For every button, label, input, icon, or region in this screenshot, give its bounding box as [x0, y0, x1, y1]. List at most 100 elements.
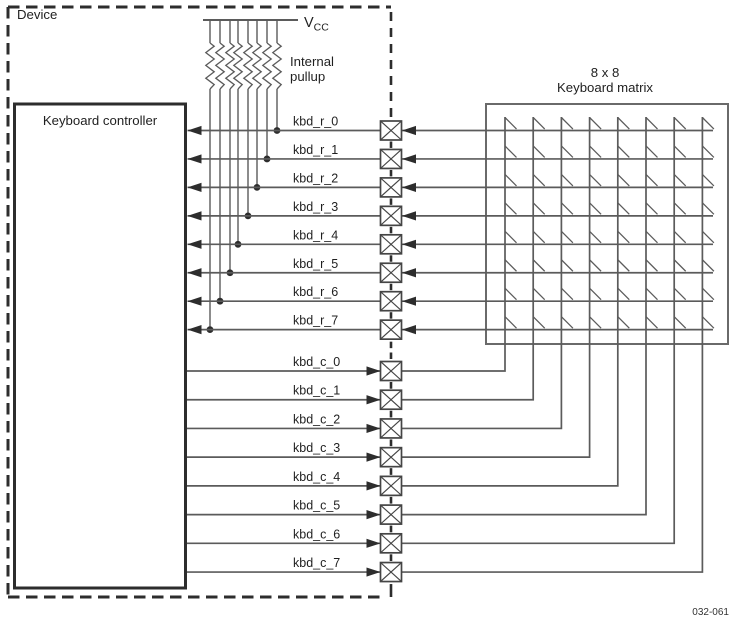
key-switch-icon-r5-c2	[560, 259, 574, 272]
key-switch-icon-r1-c0	[504, 145, 517, 158]
key-switch-icon-r5-c7	[701, 259, 715, 272]
key-switch-icon-r2-c4	[617, 173, 630, 187]
key-switch-icon-r0-c7	[701, 117, 715, 130]
internal-pullup-label-line1: Internal	[290, 54, 334, 69]
kbd_r_5-arrow-into-pin	[402, 268, 416, 278]
kbd_c_3-pin-icon-cross-b	[380, 447, 402, 468]
kbd_c_7-wire-to-matrix	[401, 117, 704, 573]
key-switch-icon-r4-c1	[532, 230, 546, 244]
kbd_c_4-wire-to-matrix	[401, 117, 619, 487]
key-switch-icon-r1-c7	[701, 145, 715, 158]
pullup-resistor-icon-7	[204, 42, 216, 90]
key-switch-icon-r4-c7	[701, 230, 715, 244]
key-switch-icon-r2-c1	[532, 173, 546, 187]
kbd_r_1-arrow-into-controller	[187, 154, 202, 164]
matrix-title-line2: Keyboard matrix	[557, 80, 653, 95]
kbd_r_4-arrow-into-controller	[187, 239, 202, 249]
kbd_r_4-arrow-into-pin	[402, 239, 416, 249]
key-switch-icon-r3-c5	[645, 202, 658, 215]
kbd_c_6-label: kbd_c_6	[293, 527, 340, 541]
key-switch-icon-r2-c3	[589, 173, 602, 187]
key-switch-icon-r4-c4	[617, 230, 630, 244]
key-switch-icon-r5-c1	[532, 259, 546, 272]
key-switch-icon-r7-c6	[673, 316, 687, 329]
key-switch-icon-r4-c6	[673, 230, 687, 244]
vcc-subscript: CC	[314, 22, 330, 34]
key-switch-icon-r3-c1	[532, 202, 546, 215]
kbd_r_3-arrow-into-controller	[187, 211, 202, 221]
kbd_c_5-label: kbd_c_5	[293, 499, 340, 513]
kbd_c_7-label: kbd_c_7	[293, 556, 340, 570]
key-switch-icon-r4-c0	[504, 230, 517, 244]
kbd_c_2-arrow-into-pin	[366, 423, 381, 434]
key-switch-icon-r7-c5	[645, 316, 658, 329]
key-switch-icon-r1-c6	[673, 145, 687, 158]
key-switch-icon-r2-c2	[560, 173, 574, 187]
pullup-resistor-icon-6	[214, 42, 226, 90]
kbd_r_5-pin-icon-cross-b	[380, 262, 402, 283]
key-switch-icon-r7-c3	[589, 316, 602, 329]
kbd_c_3-wire-to-matrix	[401, 117, 591, 459]
kbd_r_2-label: kbd_r_2	[293, 171, 338, 185]
key-switch-icon-r0-c6	[673, 117, 687, 130]
device-label: Device	[17, 7, 57, 22]
kbd_c_2-label: kbd_c_2	[293, 412, 340, 426]
kbd_r_6-arrow-into-controller	[187, 296, 202, 306]
kbd_r_6-label: kbd_r_6	[293, 285, 338, 299]
kbd_r_0-pin-icon-cross-b	[380, 120, 402, 141]
kbd_r_3-arrow-into-pin	[402, 211, 416, 221]
kbd_r_3-pin-icon-cross-b	[380, 205, 402, 226]
kbd_c_5-wire-to-matrix	[401, 117, 647, 516]
key-switch-icon-r3-c6	[673, 202, 687, 215]
kbd_c_1-pin-icon-cross-b	[380, 389, 402, 410]
kbd_r_5-label: kbd_r_5	[293, 257, 338, 271]
kbd_r_7-arrow-into-pin	[402, 325, 416, 335]
pullup-resistor-icon-3	[242, 42, 254, 90]
kbd_c_0-label: kbd_c_0	[293, 355, 340, 369]
key-switch-icon-r6-c1	[532, 287, 546, 301]
key-switch-icon-r5-c6	[673, 259, 687, 272]
kbd_c_4-arrow-into-pin	[366, 481, 381, 491]
internal-pullup-label-line2: pullup	[290, 69, 325, 84]
kbd_r_2-pin-icon-cross-b	[380, 177, 402, 198]
kbd_c_7-arrow-into-pin	[366, 567, 381, 577]
key-switch-icon-r6-c2	[560, 287, 574, 301]
vcc-label: VCC	[304, 15, 329, 34]
kbd_c_0-pin-icon-cross-b	[380, 361, 402, 381]
key-switch-icon-r2-c6	[673, 173, 687, 187]
kbd_r_7-arrow-into-controller	[187, 325, 202, 335]
key-switch-icon-r6-c6	[673, 287, 687, 301]
pullup-resistor-icon-0	[271, 42, 283, 90]
kbd_c_2-pin-icon-cross-b	[380, 418, 402, 439]
pullup-resistor-icon-4	[232, 42, 244, 90]
key-switch-icon-r2-c0	[504, 173, 517, 187]
key-switch-icon-r5-c4	[617, 259, 630, 272]
key-switch-icon-r0-c0	[504, 117, 517, 130]
kbd_r_3-label: kbd_r_3	[293, 200, 338, 214]
key-switch-icon-r1-c3	[589, 145, 602, 158]
key-switch-icon-r0-c1	[532, 117, 546, 130]
key-switch-icon-r4-c3	[589, 230, 602, 244]
kbd_c_2-wire-to-matrix	[401, 117, 563, 430]
kbd_r_1-arrow-into-pin	[402, 154, 416, 164]
kbd_c_5-pin-icon-cross-b	[380, 504, 402, 525]
kbd_c_4-pin-icon-cross-b	[380, 475, 402, 496]
key-switch-icon-r7-c1	[532, 316, 546, 329]
key-switch-icon-r5-c5	[645, 259, 658, 272]
kbd_r_0-arrow-into-controller	[187, 125, 202, 136]
key-switch-icon-r5-c0	[504, 259, 517, 272]
kbd_c_6-pin-icon-cross-b	[380, 533, 402, 554]
key-switch-icon-r3-c7	[701, 202, 715, 215]
kbd_r_1-label: kbd_r_1	[293, 143, 338, 157]
pullup-resistor-icon-5	[224, 42, 236, 90]
kbd_r_4-pin-icon-cross-b	[380, 234, 402, 255]
key-switch-icon-r4-c2	[560, 230, 574, 244]
kbd_c_7-pin-icon-cross-b	[380, 562, 402, 582]
key-switch-icon-r1-c2	[560, 145, 574, 158]
kbd_r_2-arrow-into-controller	[187, 182, 202, 192]
kbd_r_7-pin-icon-cross-b	[380, 319, 402, 340]
key-switch-icon-r6-c3	[589, 287, 602, 301]
kbd_c_0-arrow-into-pin	[366, 366, 381, 376]
kbd_r_5-arrow-into-controller	[187, 268, 202, 278]
